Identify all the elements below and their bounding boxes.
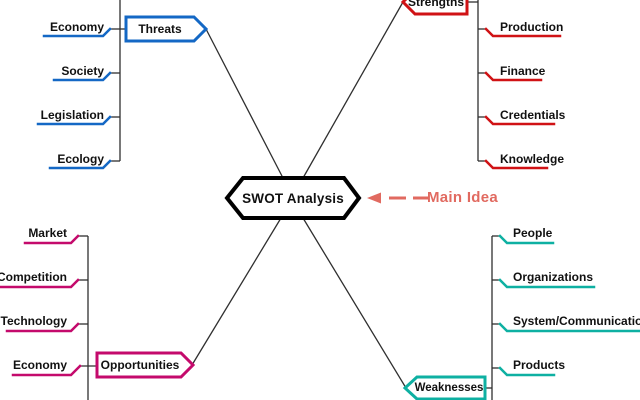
- opportunities-item-label[interactable]: Competition: [0, 270, 67, 284]
- opportunities-node-label[interactable]: Opportunities: [100, 358, 180, 372]
- item-underline: [484, 71, 543, 82]
- weaknesses-item-underlines: [498, 234, 640, 377]
- weaknesses-node-label[interactable]: Weaknesses: [414, 382, 484, 394]
- item-underline: [52, 71, 112, 82]
- weaknesses-item-label[interactable]: System/Communication: [513, 314, 640, 328]
- weaknesses-item-label[interactable]: Organizations: [513, 270, 594, 284]
- item-underline: [48, 159, 112, 170]
- strengths-node-shape[interactable]: [400, 0, 469, 16]
- strengths-item-underlines: [484, 27, 562, 170]
- strengths-item-label[interactable]: Finance: [500, 64, 546, 78]
- callout-main-idea-label[interactable]: Main Idea: [427, 189, 499, 206]
- weaknesses-item-label[interactable]: Products: [513, 358, 566, 372]
- item-underline: [5, 322, 80, 333]
- threats-item-underlines: [36, 27, 112, 170]
- main-idea-arrow: [367, 192, 429, 204]
- item-underline: [484, 115, 556, 126]
- strengths-center-connector: [302, 1, 404, 179]
- center-connectors: [191, 1, 407, 389]
- item-underline: [11, 364, 82, 377]
- strengths-node-label[interactable]: Strengths: [407, 0, 464, 9]
- center-topic-shape[interactable]: [224, 176, 362, 220]
- strengths-item-label[interactable]: Credentials: [500, 108, 566, 122]
- item-underline: [484, 27, 562, 38]
- opportunities-item-underlines: [0, 234, 82, 377]
- item-underline: [42, 27, 112, 38]
- item-underline: [498, 322, 640, 333]
- callout-top-clipped-label[interactable]: Sub Idea: [266, 0, 331, 3]
- opportunities-item-label[interactable]: Economy: [12, 358, 67, 372]
- threats-node-label[interactable]: Threats: [138, 22, 182, 36]
- arrowhead-left-icon: [367, 192, 381, 204]
- weaknesses-item-label[interactable]: People: [513, 226, 553, 240]
- item-underline: [36, 115, 112, 126]
- opportunities-node-shape[interactable]: [95, 351, 196, 379]
- trunk-lines: [87, 0, 493, 400]
- threats-item-label[interactable]: Legislation: [40, 108, 104, 122]
- weaknesses-node-shape[interactable]: [402, 375, 487, 400]
- threats-item-label[interactable]: Economy: [49, 20, 104, 34]
- threats-item-label[interactable]: Ecology: [57, 152, 104, 166]
- strengths-item-label[interactable]: Production: [500, 20, 564, 34]
- center-topic-label[interactable]: SWOT Analysis: [242, 190, 344, 206]
- item-underline: [484, 159, 549, 170]
- weaknesses-center-connector: [302, 217, 407, 389]
- opportunities-item-label[interactable]: Market: [28, 226, 67, 240]
- item-underline: [498, 234, 555, 245]
- strengths-item-label[interactable]: Knowledge: [500, 152, 565, 166]
- item-underline: [498, 366, 556, 377]
- opportunities-center-connector: [191, 217, 282, 366]
- threats-center-connector: [205, 28, 284, 179]
- item-underline: [498, 278, 596, 289]
- item-underline: [0, 278, 80, 289]
- threats-node-shape[interactable]: [124, 15, 209, 43]
- opportunities-item-label[interactable]: Technology: [0, 314, 67, 328]
- threats-item-label[interactable]: Society: [61, 64, 104, 78]
- item-underline: [23, 234, 80, 245]
